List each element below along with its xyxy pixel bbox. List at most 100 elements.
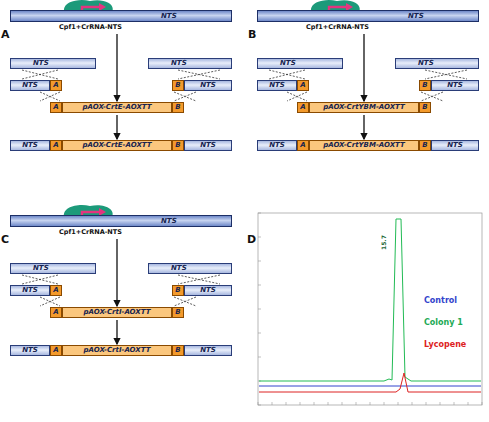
cut-fragment: NTS <box>10 263 96 274</box>
segment-label: A <box>53 82 58 89</box>
segment-label: B <box>175 82 180 89</box>
homology-arm: A <box>50 80 62 91</box>
nts-arm: NTS <box>10 80 50 91</box>
homology-arm: A <box>50 102 62 113</box>
segment-label: A <box>53 287 58 294</box>
segment-label: NTS <box>408 13 424 20</box>
segment-label: NTS <box>200 287 216 294</box>
segment-label: NTS <box>22 287 38 294</box>
step-arrow <box>116 34 117 101</box>
step-arrow <box>116 239 117 306</box>
homology-arm: A <box>297 140 309 151</box>
nts-arm: NTS <box>431 140 479 151</box>
peak-label: 15.7 <box>380 235 387 250</box>
segment-label: NTS <box>22 347 38 354</box>
segment-label: pAOX-CrtE-AOXTT <box>82 142 151 149</box>
nts-arm: NTS <box>257 140 297 151</box>
segment-label: NTS <box>418 60 434 67</box>
segment-label: pAOX-CrtYBM-AOXTT <box>323 104 405 111</box>
segment-label: NTS <box>200 142 216 149</box>
segment-label: NTS <box>447 82 463 89</box>
segment-label: NTS <box>171 265 187 272</box>
series-label: Colony 1 <box>424 318 463 327</box>
step-arrow <box>116 320 117 344</box>
segment-label: B <box>175 309 180 316</box>
homology-arm: B <box>419 80 431 91</box>
segment-label: A <box>53 104 58 111</box>
homology-arm: B <box>419 102 431 113</box>
cut-fragment: NTS <box>257 58 343 69</box>
integrated-cassette: pAOX-CrtYBM-AOXTT <box>309 140 419 151</box>
cut-fragment: NTS <box>148 263 232 274</box>
segment-label: A <box>53 347 58 354</box>
homology-arm: B <box>172 80 184 91</box>
homology-arm: A <box>50 345 62 356</box>
segment-label: NTS <box>269 82 285 89</box>
segment-label: B <box>422 82 427 89</box>
segment-label: B <box>175 104 180 111</box>
segment-label: NTS <box>269 142 285 149</box>
homology-arm: B <box>419 140 431 151</box>
homology-arm: A <box>50 140 62 151</box>
segment-label: A <box>53 309 58 316</box>
segment-label: pAOX-CrtYBM-AOXTT <box>323 142 405 149</box>
nts-arm: NTS <box>184 345 232 356</box>
segment-label: B <box>175 347 180 354</box>
nts-arm: NTS <box>184 80 232 91</box>
nts-arm: NTS <box>431 80 479 91</box>
chromatogram <box>258 213 482 405</box>
integrated-cassette: pAOX-CrtI-AOXTT <box>62 345 172 356</box>
segment-label: B <box>175 287 180 294</box>
segment-label: NTS <box>22 82 38 89</box>
panel-letter: D <box>247 233 256 246</box>
segment-label: B <box>422 104 427 111</box>
homology-arm: B <box>172 307 184 318</box>
series-label: Control <box>424 296 457 305</box>
target-locus: NTSCpf1+CrRNA-NTS <box>257 10 479 22</box>
series-label: Lycopene <box>424 340 466 349</box>
segment-label: pAOX-CrtI-AOXTT <box>84 309 151 316</box>
step-arrow <box>116 115 117 139</box>
segment-label: pAOX-CrtI-AOXTT <box>84 347 151 354</box>
segment-label: NTS <box>161 13 177 20</box>
homology-arm: B <box>172 140 184 151</box>
nts-arm: NTS <box>184 140 232 151</box>
segment-label: NTS <box>33 60 49 67</box>
segment-label: NTS <box>161 218 177 225</box>
nts-arm: NTS <box>257 80 297 91</box>
complex-label: Cpf1+CrRNA-NTS <box>59 24 122 31</box>
homology-arm: B <box>172 345 184 356</box>
segment-label: NTS <box>33 265 49 272</box>
homology-arm: A <box>297 102 309 113</box>
segment-label: B <box>175 142 180 149</box>
segment-label: pAOX-CrtE-AOXTT <box>82 104 151 111</box>
segment-label: NTS <box>447 142 463 149</box>
complex-label: Cpf1+CrRNA-NTS <box>306 24 369 31</box>
homology-arm: B <box>172 285 184 296</box>
segment-label: A <box>300 104 305 111</box>
nts-arm: NTS <box>10 345 50 356</box>
panel-letter: A <box>1 28 10 41</box>
target-locus: NTSCpf1+CrRNA-NTS <box>10 10 232 22</box>
panel-letter: B <box>248 28 256 41</box>
segment-label: NTS <box>200 347 216 354</box>
nts-arm: NTS <box>10 140 50 151</box>
panel-letter: C <box>1 233 9 246</box>
segment-label: NTS <box>22 142 38 149</box>
integrated-cassette: pAOX-CrtE-AOXTT <box>62 140 172 151</box>
homology-arm: A <box>297 80 309 91</box>
homology-arm: B <box>172 102 184 113</box>
cut-fragment: NTS <box>395 58 479 69</box>
donor-cassette: pAOX-CrtYBM-AOXTT <box>309 102 419 113</box>
target-locus: NTSCpf1+CrRNA-NTS <box>10 215 232 227</box>
step-arrow <box>363 34 364 101</box>
segment-label: NTS <box>200 82 216 89</box>
segment-label: A <box>53 142 58 149</box>
donor-cassette: pAOX-CrtI-AOXTT <box>62 307 172 318</box>
segment-label: NTS <box>171 60 187 67</box>
nts-arm: NTS <box>184 285 232 296</box>
complex-label: Cpf1+CrRNA-NTS <box>59 229 122 236</box>
segment-label: NTS <box>280 60 296 67</box>
segment-label: A <box>300 142 305 149</box>
cut-fragment: NTS <box>10 58 96 69</box>
